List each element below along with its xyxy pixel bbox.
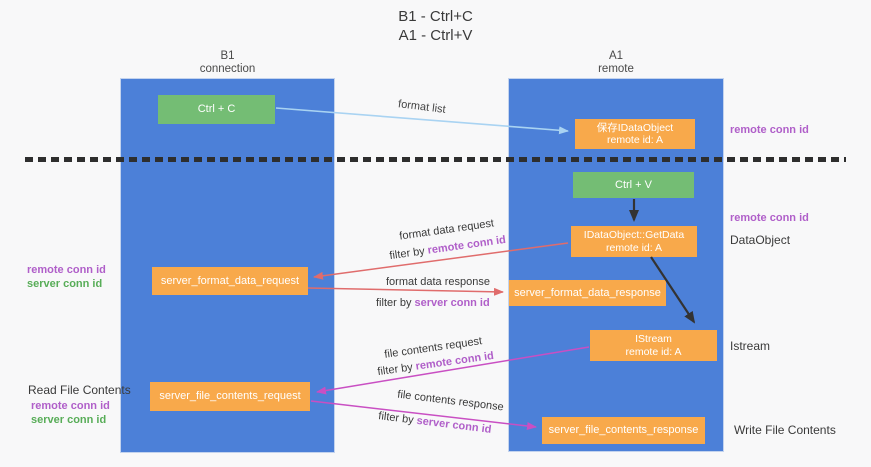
ctrl-v-label: Ctrl + V	[615, 178, 652, 191]
idataobject-getdata-box: IDataObject::GetData remote id: A	[571, 226, 697, 257]
diagram-title: B1 - Ctrl+C A1 - Ctrl+V	[0, 7, 871, 45]
server-format-data-response-label: server_format_data_response	[514, 286, 661, 299]
server-format-data-response-box: server_format_data_response	[509, 280, 666, 306]
server-format-data-request-box: server_format_data_request	[152, 267, 308, 295]
title-line-2: A1 - Ctrl+V	[398, 27, 473, 44]
istream-line1: IStream	[635, 333, 672, 345]
istream-line2: remote id: A	[625, 345, 682, 358]
server-conn-id-label-left-2: server conn id	[31, 414, 107, 426]
filter-by-server-conn-id-label-2: filter by server conn id	[377, 410, 493, 436]
remote-conn-id-label-right-1: remote conn id	[730, 124, 809, 136]
left-conn-id-group-2: remote conn id server conn id	[31, 399, 110, 427]
file-contents-response-label: file contents response	[396, 388, 505, 414]
format-list-label: format list	[397, 98, 447, 116]
format-data-response-arrow	[307, 287, 504, 296]
remote-conn-id-label-right-2: remote conn id	[730, 212, 809, 224]
istream-side-label: Istream	[730, 339, 771, 353]
left-conn-id-group-1: remote conn id server conn id	[27, 263, 106, 291]
remote-conn-id-label-left-2: remote conn id	[31, 400, 110, 412]
save-dataobject-line1: 保存IDataObject	[596, 121, 674, 134]
left-column-type: connection	[199, 63, 256, 75]
server-format-data-request-label: server_format_data_request	[160, 274, 300, 287]
right-column-type: remote	[598, 63, 634, 75]
dataobject-label: DataObject	[730, 233, 791, 247]
ctrl-c-label: Ctrl + C	[197, 103, 236, 116]
server-file-contents-response-label: server_file_contents_response	[548, 424, 699, 437]
server-conn-id-label-left-1: server conn id	[27, 278, 103, 290]
ctrl-c-box: Ctrl + C	[158, 95, 275, 124]
filter-by-server-conn-id-label-1: filter by server conn id	[376, 297, 490, 309]
remote-conn-id-label-left-1: remote conn id	[27, 264, 106, 276]
format-data-response-label: format data response	[386, 276, 490, 288]
save-dataobject-line2: remote id: A	[606, 134, 664, 146]
right-column-header: A1 remote	[508, 50, 724, 76]
server-file-contents-request-box: server_file_contents_request	[150, 382, 310, 411]
title-line-1: B1 - Ctrl+C	[398, 8, 473, 25]
ctrl-v-box: Ctrl + V	[573, 172, 694, 198]
save-dataobject-box: 保存IDataObject remote id: A	[575, 119, 695, 149]
left-column-header: B1 connection	[120, 50, 335, 76]
getdata-line2: remote id: A	[605, 241, 663, 254]
write-file-contents-label: Write File Contents	[734, 423, 836, 437]
istream-box: IStream remote id: A	[590, 330, 717, 361]
server-file-contents-response-box: server_file_contents_response	[542, 417, 705, 444]
right-column-name: A1	[608, 50, 624, 62]
phase-separator-dashed-line	[25, 157, 846, 162]
getdata-line1: IDataObject::GetData	[583, 229, 685, 241]
server-file-contents-request-label: server_file_contents_request	[159, 390, 301, 403]
left-column-name: B1	[220, 50, 235, 62]
read-file-contents-label: Read File Contents	[28, 383, 131, 397]
